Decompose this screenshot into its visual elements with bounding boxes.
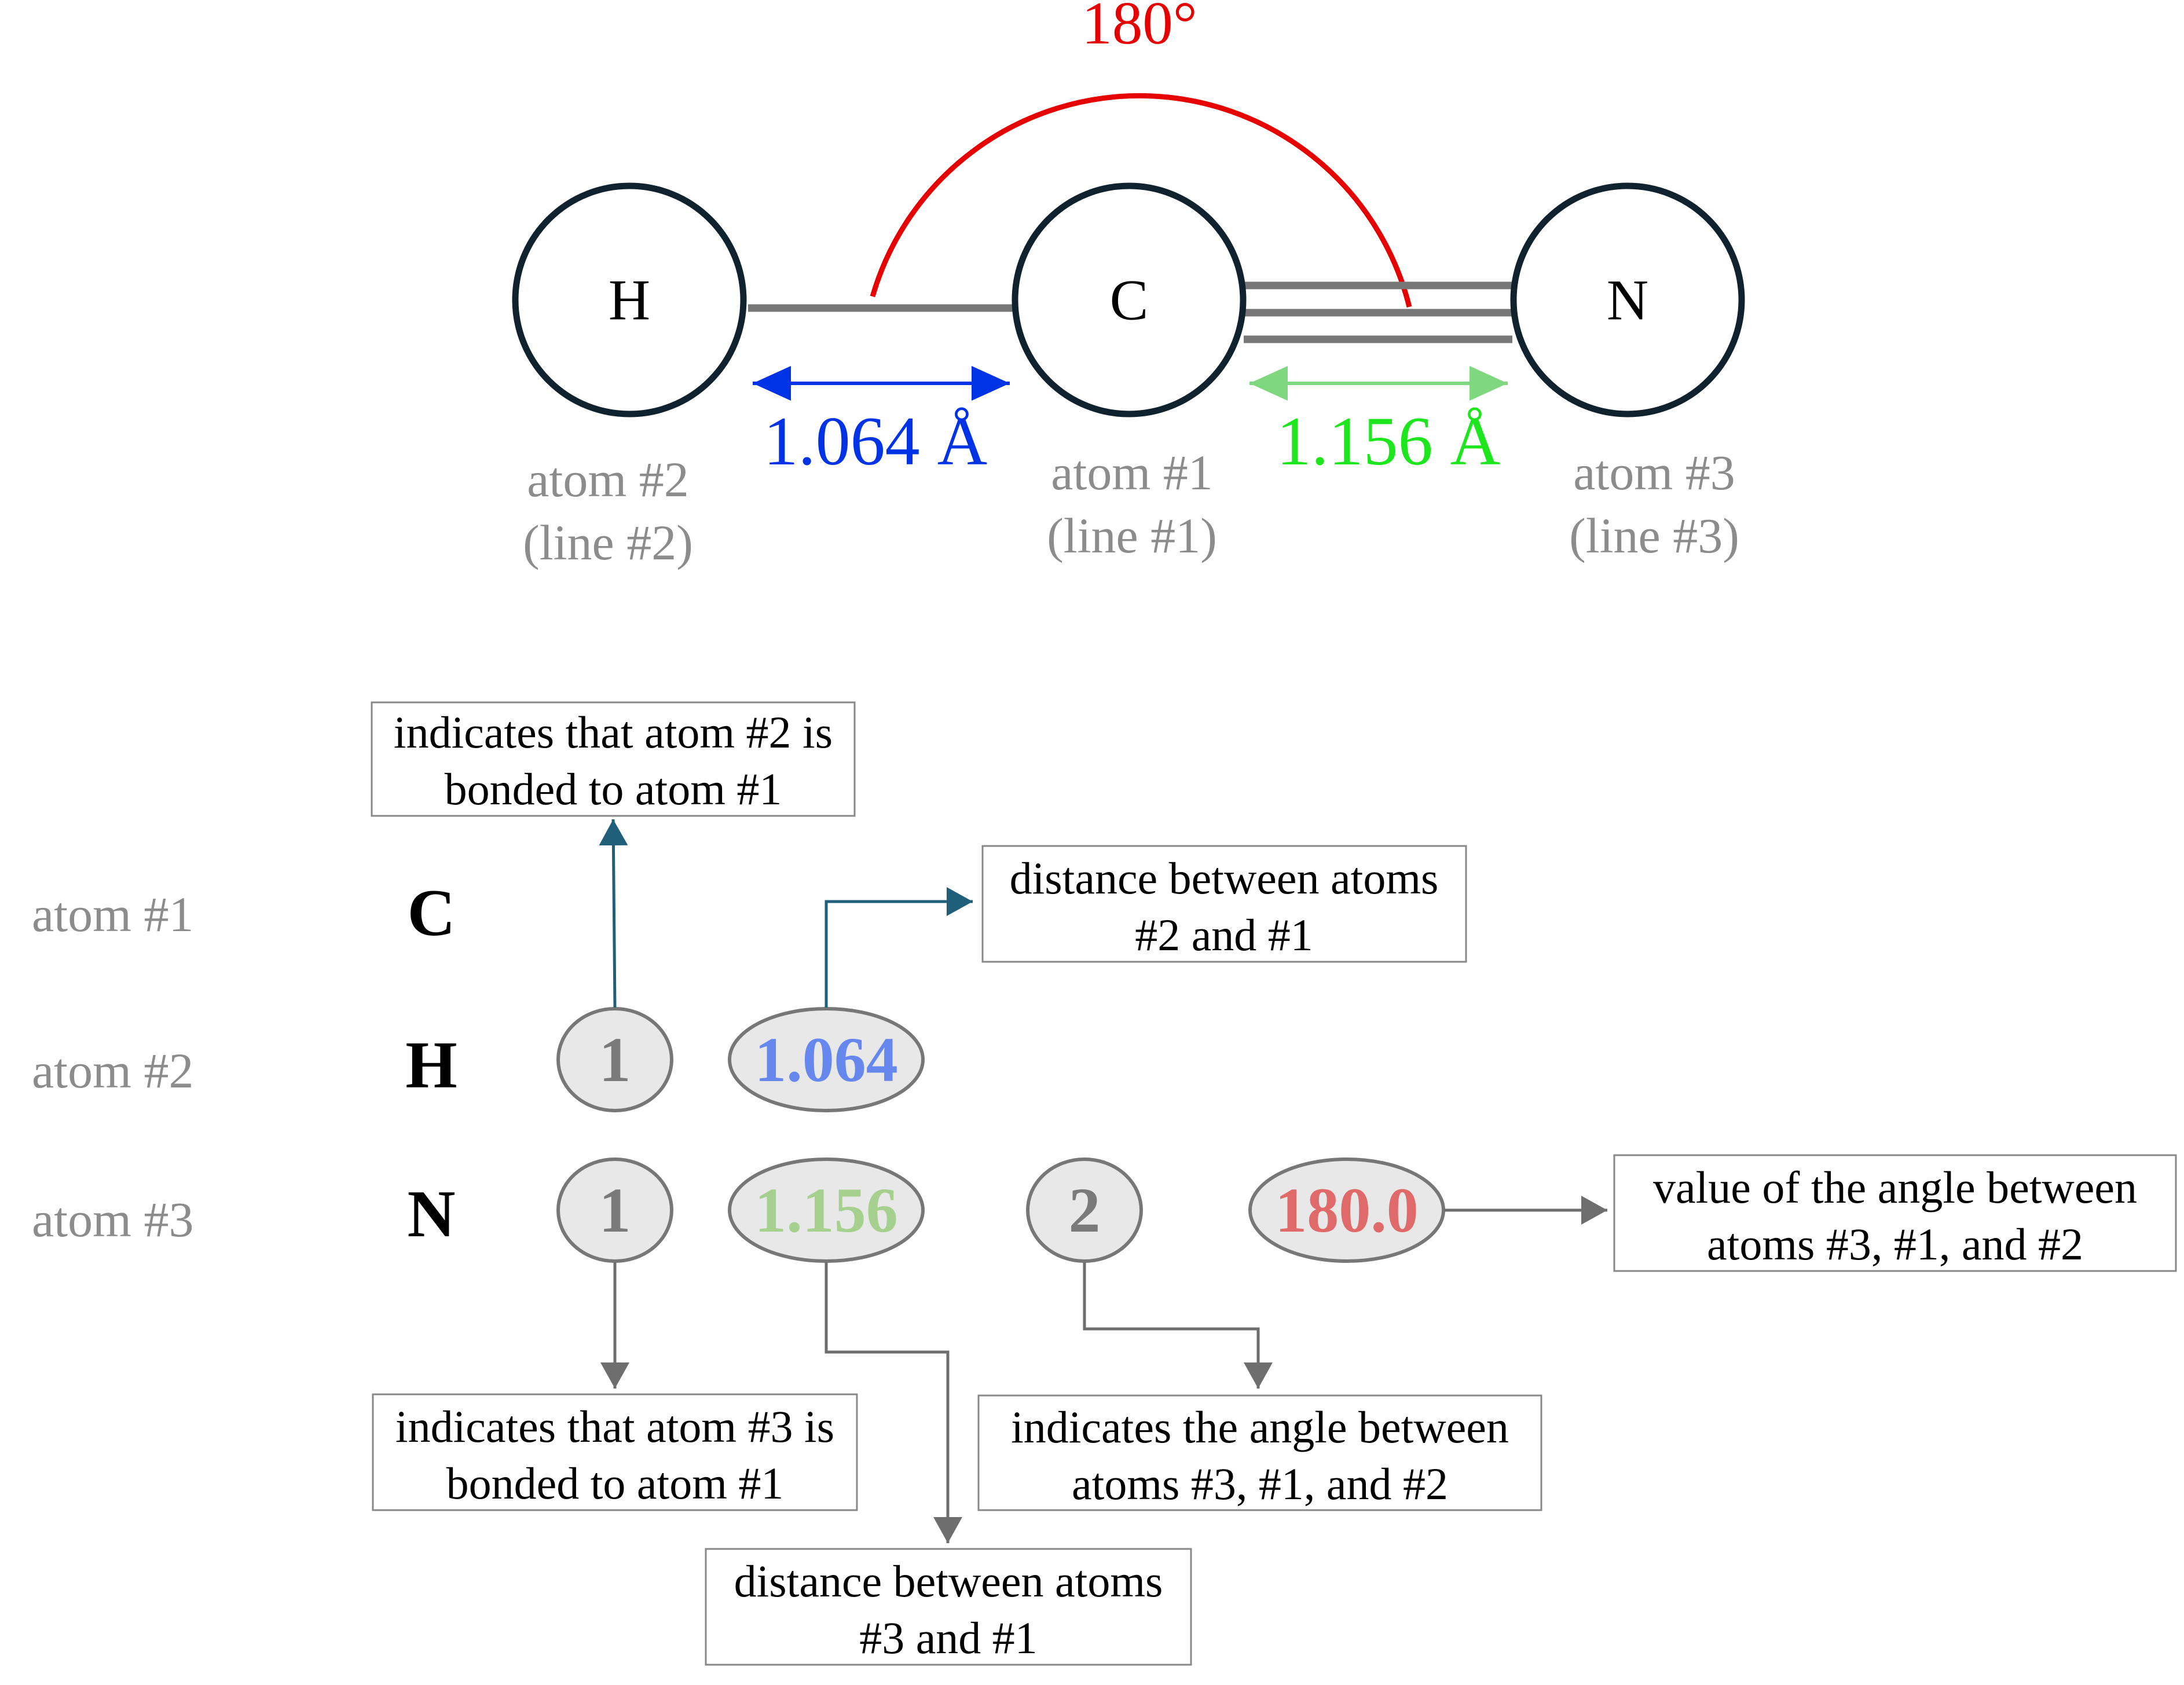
atom-n: N	[1510, 182, 1745, 417]
connector-bond-h	[599, 819, 628, 1008]
zmatrix-row-label-1: atom #1	[32, 887, 193, 942]
bond-c-n-triple	[1244, 281, 1512, 343]
svg-text:atoms #3, #1, and #2: atoms #3, #1, and #2	[1072, 1459, 1448, 1509]
svg-text:value of the angle between: value of the angle between	[1653, 1162, 2137, 1213]
svg-text:#2 and #1: #2 and #1	[1135, 910, 1313, 960]
svg-text:C: C	[1110, 268, 1149, 332]
zmatrix-h-distance: 1.064	[728, 1007, 925, 1112]
molecule-drawing: 180° H C N 1.064 Å 1.156 Å atom #2 (li	[512, 0, 1745, 570]
zmatrix-row-label-2: atom #2	[32, 1043, 193, 1098]
bond-length-cn: 1.156 Å	[1277, 402, 1501, 479]
svg-text:bonded to atom #1: bonded to atom #1	[446, 1458, 784, 1508]
annotation-angle-value: value of the angle between atoms #3, #1,…	[1613, 1154, 2177, 1272]
zmatrix-symbol-h: H	[405, 1028, 457, 1102]
svg-text:N: N	[1607, 268, 1648, 332]
angle-label: 180°	[1082, 0, 1197, 57]
bond-length-hc: 1.064 Å	[764, 402, 988, 479]
svg-text:1.156: 1.156	[754, 1175, 898, 1246]
atom-c-line: (line #1)	[1047, 508, 1217, 563]
zmatrix-symbol-c: C	[407, 876, 455, 950]
atom-c: C	[1012, 182, 1247, 417]
zmatrix-n-ref-atom: 1	[556, 1157, 673, 1263]
svg-text:180.0: 180.0	[1275, 1175, 1419, 1246]
connectors	[599, 819, 1607, 1543]
svg-text:indicates that atom #2 is: indicates that atom #2 is	[394, 707, 833, 757]
zmatrix-n-distance: 1.156	[728, 1157, 925, 1263]
annotation-angle-ref: indicates the angle between atoms #3, #1…	[977, 1394, 1542, 1511]
z-matrix: atom #1 atom #2 atom #3 C H N 1 1.064 1 …	[32, 876, 1445, 1263]
svg-text:indicates the angle between: indicates the angle between	[1011, 1402, 1509, 1452]
atom-c-label: atom #1	[1051, 445, 1212, 500]
svg-text:1: 1	[599, 1024, 631, 1095]
zmatrix-symbol-n: N	[407, 1177, 455, 1251]
atom-n-line: (line #3)	[1569, 508, 1739, 563]
atom-n-label: atom #3	[1573, 445, 1735, 500]
svg-text:#3 and #1: #3 and #1	[859, 1613, 1038, 1663]
annotation-dist-h: distance between atoms #2 and #1	[981, 845, 1467, 963]
zmatrix-n-angle-ref: 2	[1026, 1157, 1143, 1263]
svg-text:1.064: 1.064	[754, 1024, 898, 1095]
svg-text:atoms #3, #1, and #2: atoms #3, #1, and #2	[1707, 1219, 2083, 1269]
svg-text:distance between atoms: distance between atoms	[1010, 853, 1439, 903]
zmatrix-h-ref-atom: 1	[556, 1007, 673, 1112]
svg-text:distance between atoms: distance between atoms	[734, 1556, 1163, 1606]
atom-h-label: atom #2	[527, 452, 688, 507]
annotation-bond-h: indicates that atom #2 is bonded to atom…	[371, 701, 856, 817]
atom-h: H	[512, 182, 747, 417]
angle-arc	[870, 93, 1412, 308]
annotation-bond-n: indicates that atom #3 is bonded to atom…	[372, 1393, 858, 1511]
svg-text:1: 1	[599, 1175, 631, 1246]
zmatrix-n-angle-value: 180.0	[1248, 1157, 1445, 1263]
svg-text:2: 2	[1069, 1175, 1101, 1246]
annotation-dist-n: distance between atoms #3 and #1	[705, 1548, 1192, 1666]
atom-h-line: (line #2)	[523, 515, 693, 570]
zmatrix-row-label-3: atom #3	[32, 1192, 193, 1247]
connector-angle-ref	[1083, 1262, 1273, 1389]
connector-dist-n	[825, 1262, 962, 1543]
svg-text:bonded to atom #1: bonded to atom #1	[445, 764, 782, 814]
svg-text:H: H	[609, 268, 650, 332]
svg-text:indicates that atom #3 is: indicates that atom #3 is	[395, 1401, 834, 1452]
connector-dist-h	[825, 887, 973, 1008]
